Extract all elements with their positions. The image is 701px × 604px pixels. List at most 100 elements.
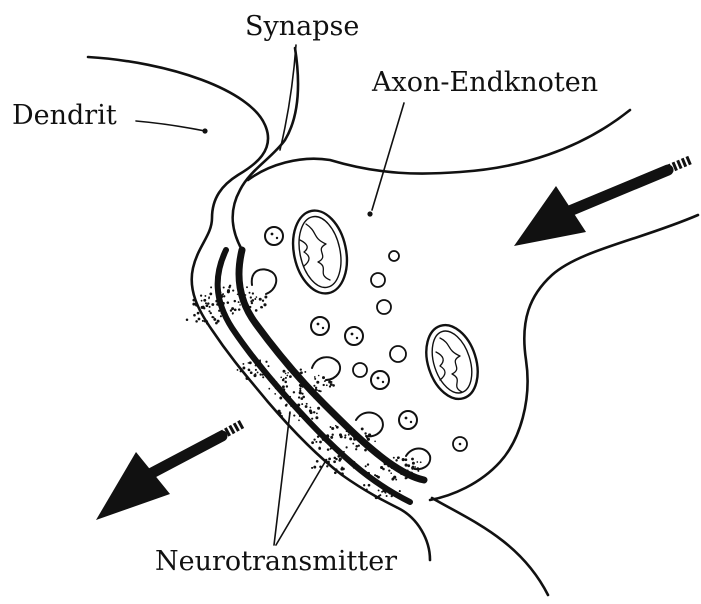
neurotransmitter-dot: [285, 373, 287, 375]
neurotransmitter-dot: [286, 375, 288, 377]
neurotransmitter-dot: [222, 293, 224, 295]
neurotransmitter-dot: [252, 299, 255, 302]
neurotransmitter-dot: [407, 464, 410, 467]
vesicle: [399, 411, 417, 429]
neurotransmitter-dot: [237, 293, 239, 295]
neurotransmitter-dot: [239, 304, 241, 306]
neurotransmitter-dot: [262, 376, 264, 378]
neurotransmitter-dot: [405, 464, 408, 467]
leader-dendrite-dot: [202, 128, 207, 133]
neurotransmitter-dot: [327, 461, 330, 464]
neurotransmitter-dot: [202, 316, 204, 318]
neurotransmitter-dot: [198, 318, 201, 321]
neurotransmitter-dot: [352, 461, 355, 464]
neurotransmitter-dot: [279, 397, 282, 400]
neurotransmitter-dot: [412, 462, 415, 465]
neurotransmitter-dot: [222, 302, 225, 305]
neurotransmitter-dot: [255, 309, 258, 312]
neurotransmitter-dot: [378, 489, 380, 491]
neurotransmitter-dot: [240, 370, 242, 372]
neurotransmitter-dot: [283, 370, 286, 373]
neurotransmitter-dot: [322, 376, 325, 379]
neurotransmitter-dot: [302, 396, 305, 399]
vesicle: [371, 273, 385, 287]
neurotransmitter-dot: [249, 306, 251, 308]
neurotransmitter-dot: [265, 361, 267, 363]
neurotransmitter-dot: [374, 440, 376, 442]
neurotransmitter-dot: [359, 440, 361, 442]
neurotransmitter-dot: [238, 308, 240, 310]
neurotransmitter-dot: [395, 459, 397, 461]
neurotransmitter-dot: [252, 292, 254, 294]
neurotransmitter-dot: [245, 294, 247, 296]
vesicle: [345, 327, 363, 345]
neurotransmitter-dot: [388, 469, 390, 471]
neurotransmitter-dot: [298, 419, 300, 421]
neurotransmitter-dot: [203, 299, 206, 302]
neurotransmitter-dot: [395, 479, 397, 481]
neurotransmitter-dot: [192, 303, 195, 306]
neurotransmitter-dot: [275, 386, 278, 389]
neurotransmitter-dot: [340, 468, 343, 471]
axon-top-membrane: [248, 110, 630, 180]
neurotransmitter-dot: [399, 468, 402, 471]
neurotransmitter-dot: [416, 461, 418, 463]
neurotransmitter-dot: [312, 391, 314, 393]
neurotransmitter-dot: [391, 478, 394, 481]
neurotransmitter-dot: [285, 377, 287, 379]
neurotransmitter-dot: [268, 388, 270, 390]
neurotransmitter-dot: [358, 438, 360, 440]
neurotransmitter-dot: [322, 438, 325, 441]
vesicle: [371, 371, 389, 389]
neurotransmitter-dots: [186, 284, 422, 499]
neurotransmitter-dot: [300, 368, 302, 370]
neurotransmitter-dot: [197, 312, 200, 315]
neurotransmitter-dot: [313, 411, 315, 413]
neurotransmitter-dot: [327, 448, 330, 451]
neurotransmitter-dot: [204, 320, 206, 322]
neurotransmitter-dot: [218, 310, 220, 312]
neurotransmitter-dot: [204, 295, 206, 297]
neurotransmitter-dot: [386, 495, 388, 497]
neurotransmitter-dot: [254, 298, 256, 300]
neurotransmitter-dot: [311, 467, 313, 469]
neurotransmitter-dot: [254, 373, 256, 375]
vesicle: [311, 317, 329, 335]
vesicle: [377, 300, 391, 314]
neurotransmitter-dot: [316, 412, 318, 414]
neurotransmitter-dot: [274, 381, 277, 384]
neurotransmitter-dot: [227, 289, 230, 292]
neurotransmitter-dot: [316, 381, 319, 384]
neurotransmitter-dot: [223, 295, 225, 297]
neurotransmitter-dot: [326, 440, 328, 442]
neurotransmitter-dot: [298, 372, 300, 374]
neurotransmitter-dot: [216, 303, 219, 306]
neurotransmitter-dot: [186, 318, 189, 321]
neurotransmitter-dot: [251, 302, 253, 304]
neurotransmitter-dot: [318, 447, 320, 449]
neurotransmitter-dot: [210, 286, 212, 288]
neurotransmitter-dot: [256, 296, 258, 298]
neurotransmitter-dot: [353, 467, 355, 469]
neurotransmitter-dot: [286, 385, 288, 387]
neurotransmitter-dot: [237, 369, 239, 371]
neurotransmitter-dot: [287, 372, 289, 374]
neurotransmitter-dot: [335, 468, 337, 470]
neurotransmitter-dot: [365, 465, 367, 467]
neurotransmitter-dot: [300, 411, 303, 414]
neurotransmitter-dot: [397, 468, 399, 470]
neurotransmitter-dot: [311, 418, 313, 420]
neurotransmitter-dot: [301, 403, 303, 405]
neurotransmitter-dot: [320, 433, 322, 435]
neurotransmitter-dot: [313, 466, 316, 469]
neurotransmitter-dot: [272, 378, 275, 381]
neurotransmitter-dot: [385, 492, 387, 494]
neurotransmitter-dot: [257, 371, 259, 373]
mitochondrion-1: [286, 206, 354, 299]
neurotransmitter-dot: [341, 472, 344, 475]
neurotransmitter-dot: [314, 378, 316, 380]
neurotransmitter-dot: [328, 458, 331, 461]
neurotransmitter-dot: [408, 474, 410, 476]
